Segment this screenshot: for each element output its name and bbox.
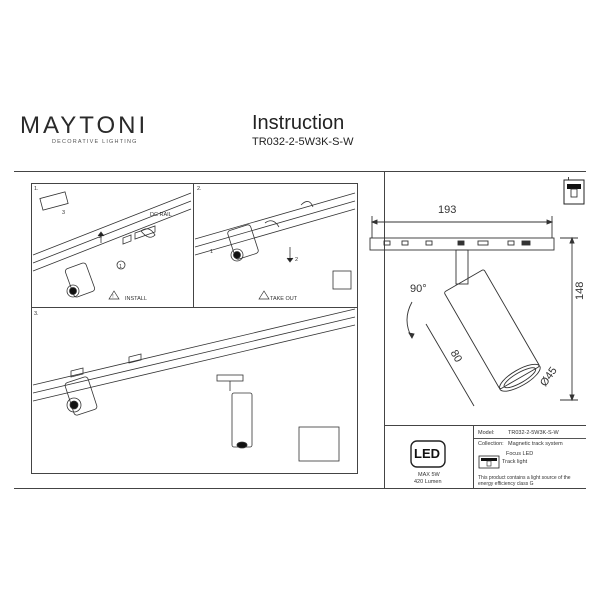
spec-collection-value: Magnetic track system [508,441,563,447]
brand-logo: MAYTONI [20,112,149,139]
spec-model-row: Model: TR032-2-5W3K-S-W [478,430,559,436]
page-title: Instruction [252,112,345,134]
track-profile-icon [563,179,585,205]
step1-rail-label: DC RAIL [150,212,172,218]
step1-number: 1. [34,186,39,192]
step1-illustration: ! [32,191,192,300]
energy-note: This product contains a light source of … [478,475,571,487]
svg-text:!: ! [112,294,113,300]
led-icon [410,440,446,468]
spec-model-value: TR032-2-5W3K-S-W [508,430,559,436]
luminaire-drawing [369,216,578,407]
step2-action-label: TAKE OUT [270,296,298,302]
warning-icon-2 [258,290,270,300]
dim-length: 193 [438,204,457,216]
step1-action-label: INSTALL [125,296,147,302]
led-power: MAX 5W [418,472,440,478]
spec-model-label: Model: [478,430,495,436]
spec-row-divider [474,438,586,439]
step3-illustration [32,308,356,462]
step2-illustration [194,192,356,300]
spec-track-label: Track light [502,459,528,465]
led-badge-label: LED [414,446,440,461]
panel-divider-h [31,307,357,308]
instruction-panel [31,183,358,474]
step2-marker-1: 1 [210,249,214,255]
step1-marker-2: 2 [99,234,103,240]
spec-collection-row: Collection: Magnetic track system [478,441,563,447]
brand-tagline: DECORATIVE LIGHTING [52,139,138,145]
model-number: TR032-2-5W3K-S-W [252,136,354,148]
spec-collection-label: Collection: [478,441,504,447]
spec-table-divider [473,425,474,488]
column-divider [384,171,385,488]
spec-focus-label: Focus LED [506,451,534,457]
led-flux: 420 Lumen [414,479,442,485]
top-rule [14,171,586,172]
bottom-rule [14,488,586,489]
panel-divider-v [193,183,194,307]
spec-table-top [384,425,586,426]
step3-number: 3. [34,311,39,317]
dim-rotation: 90° [410,283,427,295]
step1-marker-1: 1 [119,264,123,270]
warning-icon [108,290,120,300]
step2-number: 2. [197,186,202,192]
track-light-icon [478,455,500,469]
step1-marker-3: 3 [62,210,66,216]
step2-marker-2: 2 [295,257,299,263]
